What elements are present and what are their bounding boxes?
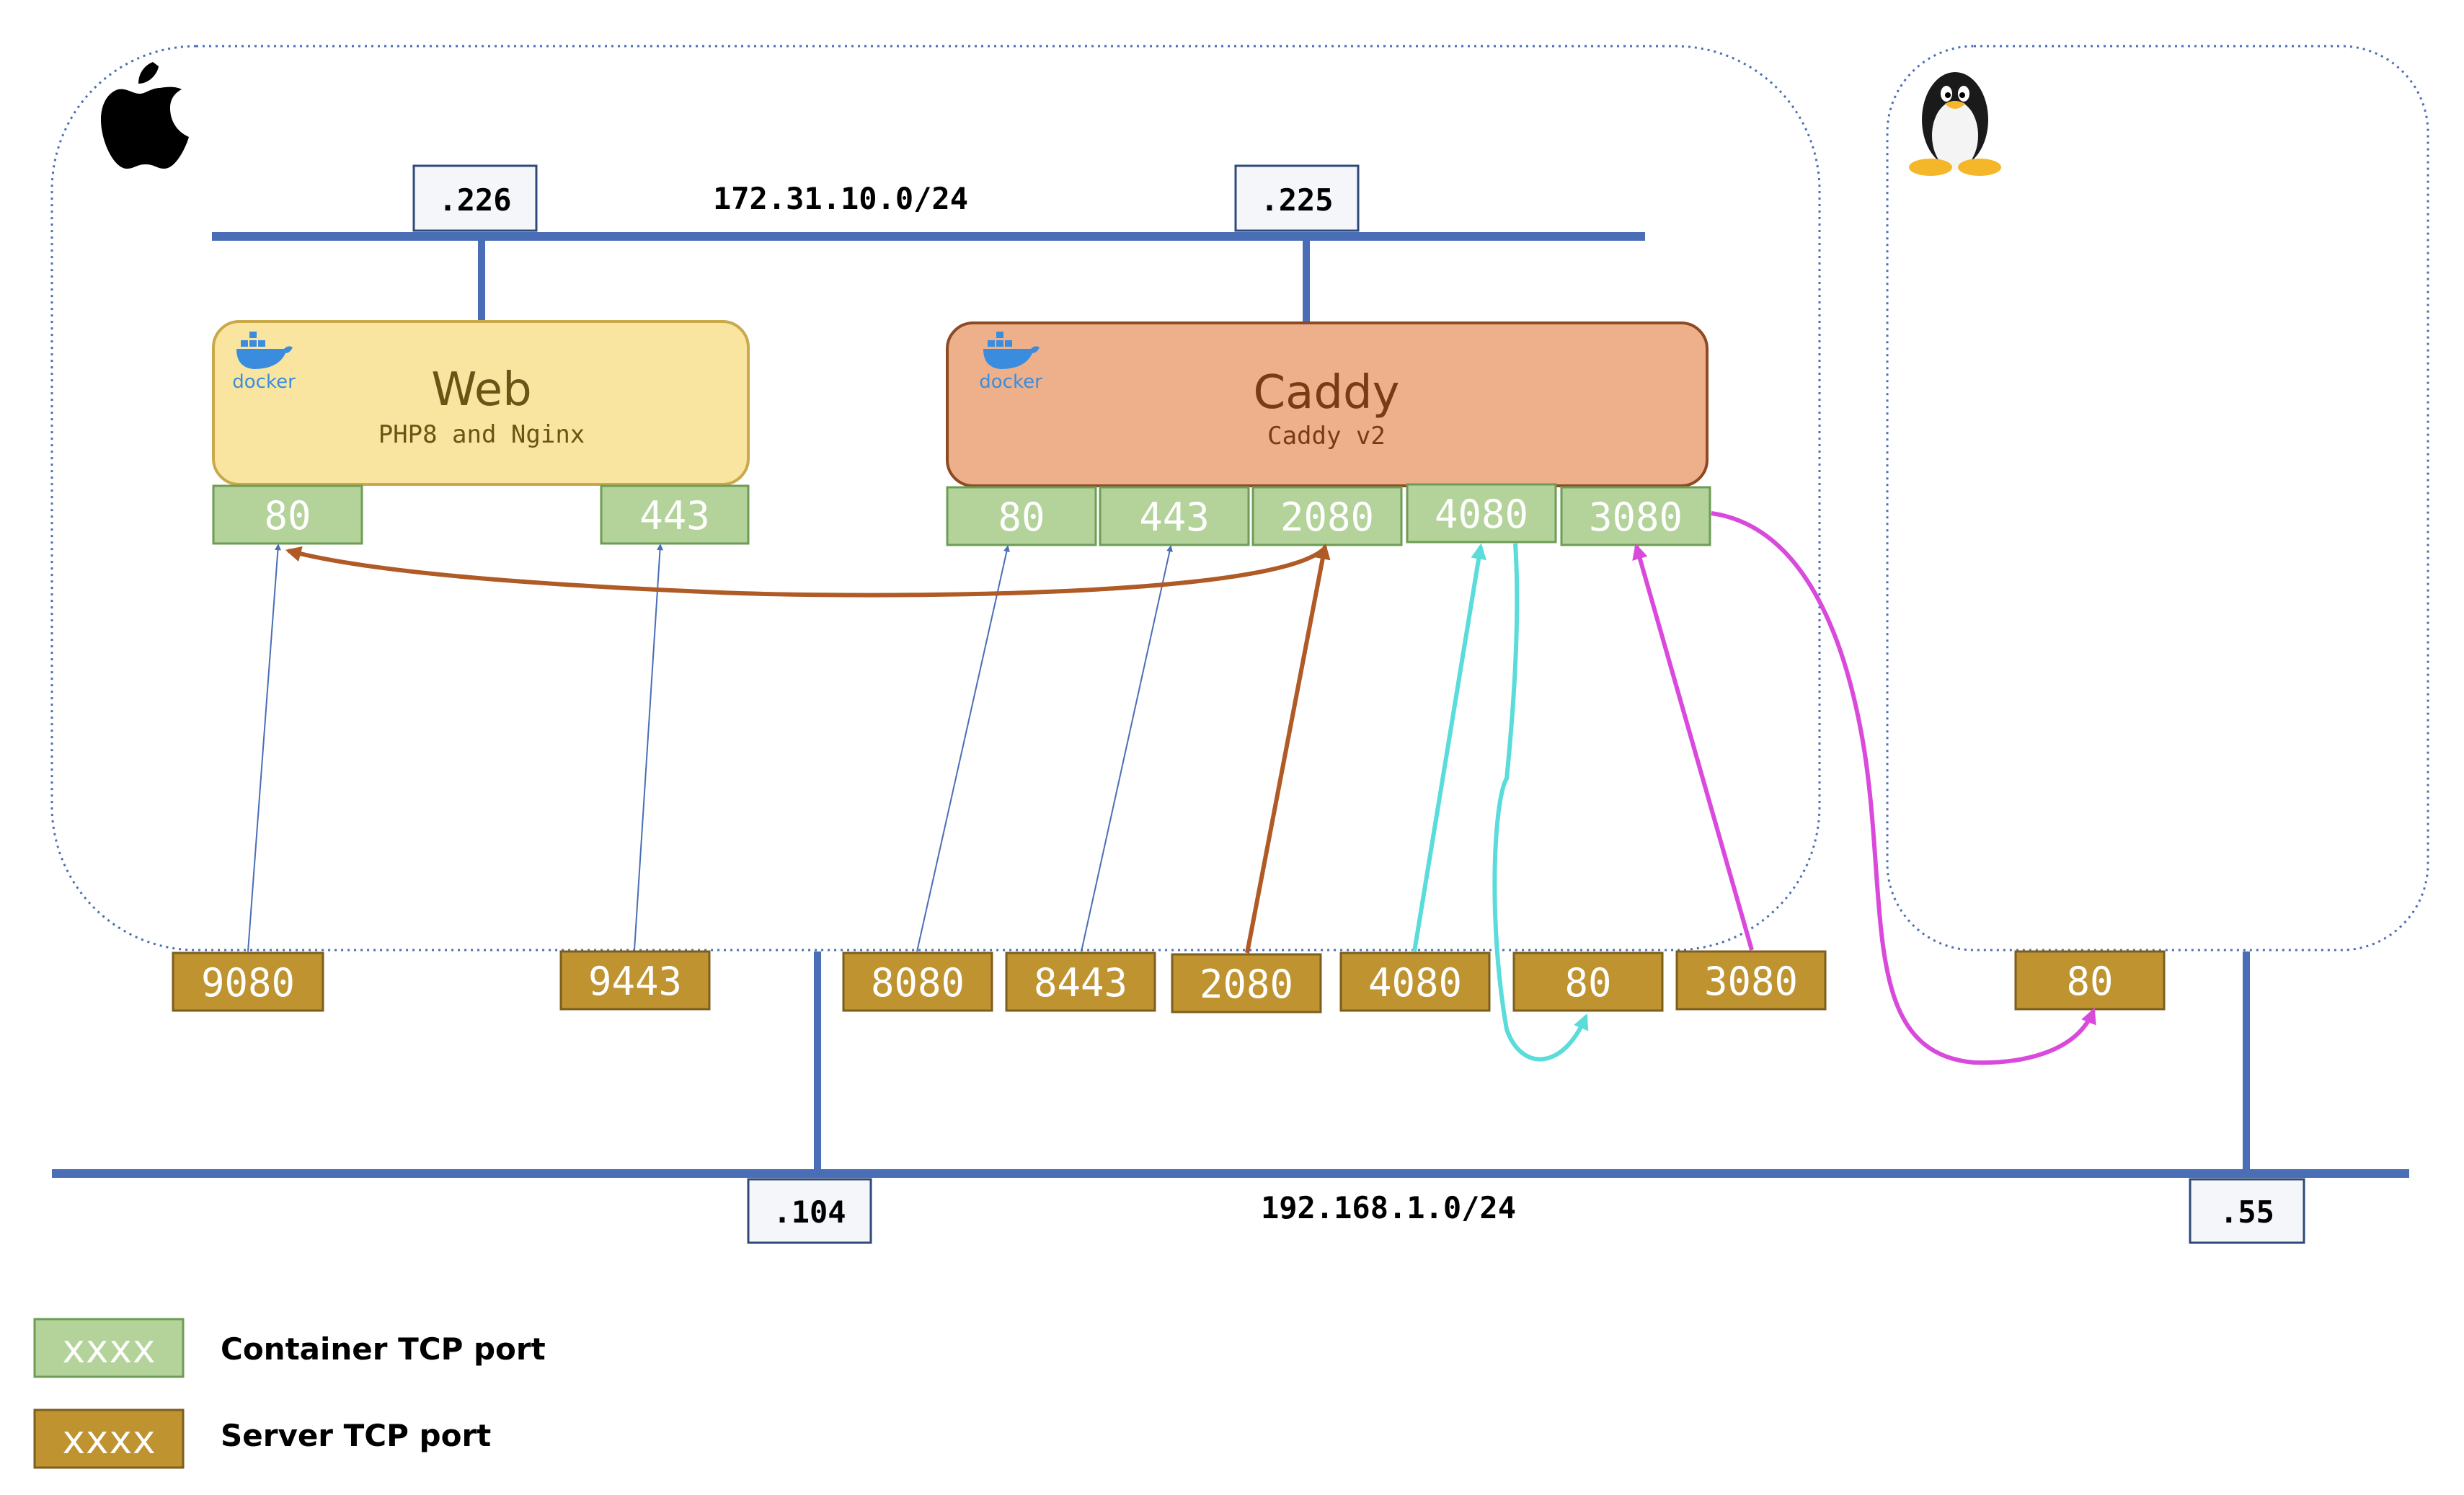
ip-box-caddy: .225 bbox=[1234, 164, 1360, 232]
container-port-label: 80 bbox=[264, 493, 311, 538]
mapping-arrow-4080-to-caddy-4080 bbox=[1412, 543, 1487, 952]
caddy-subtitle: Caddy v2 bbox=[1267, 422, 1386, 451]
proxy-arrow-caddy-2080-to-web-80 bbox=[285, 546, 1325, 598]
ip-box-web: .226 bbox=[412, 164, 538, 232]
container-port-label: 2080 bbox=[1280, 494, 1374, 540]
lan-subnet-label: 192.168.1.0/24 bbox=[1261, 1190, 1516, 1225]
mapping-arrow-3080-to-caddy-3080 bbox=[1632, 543, 1754, 951]
ip-box-mac: .104 bbox=[747, 1178, 872, 1244]
server-port-label: 3080 bbox=[1704, 959, 1798, 1004]
server-port: 9443 bbox=[559, 950, 711, 1011]
server-port: 80 bbox=[1512, 951, 1664, 1012]
mapping-arrow-9443-to-web-443 bbox=[634, 544, 664, 951]
container-port: 80 bbox=[946, 486, 1097, 546]
server-port: 80 bbox=[2014, 950, 2166, 1011]
server-port-label: 80 bbox=[2066, 959, 2113, 1004]
proxy-arrow-caddy-3080-to-linux-80 bbox=[1711, 511, 2096, 1065]
container-port: 3080 bbox=[1560, 486, 1711, 546]
docker-whale-icon: docker bbox=[979, 332, 1042, 393]
server-port: 9080 bbox=[172, 951, 324, 1012]
server-port: 8443 bbox=[1005, 951, 1156, 1012]
web-container: docker Web PHP8 and Nginx bbox=[212, 320, 750, 486]
container-port: 4080 bbox=[1406, 483, 1557, 544]
docker-label-caddy: docker bbox=[979, 371, 1042, 393]
server-port: 8080 bbox=[842, 951, 993, 1012]
mapping-arrow-8080-to-caddy-80 bbox=[916, 545, 1010, 952]
container-port-label: 443 bbox=[639, 493, 710, 538]
ip-label-mac: .104 bbox=[773, 1194, 846, 1230]
web-title: Web bbox=[431, 363, 532, 417]
mapping-arrow-8443-to-caddy-443 bbox=[1081, 545, 1173, 952]
mac-host-boundary bbox=[50, 45, 1821, 951]
server-port: 3080 bbox=[1675, 950, 1827, 1011]
legend: xxxx Container TCP port xxxx Server TCP … bbox=[33, 1318, 546, 1469]
container-port: 443 bbox=[1099, 486, 1250, 546]
legend-server-label: Server TCP port bbox=[221, 1418, 491, 1453]
mapping-arrow-9080-to-web-80 bbox=[247, 544, 281, 952]
container-port-label: 4080 bbox=[1435, 492, 1528, 537]
server-port-label: 9080 bbox=[201, 960, 295, 1006]
server-port-label: 8080 bbox=[871, 960, 965, 1006]
container-port-label: 443 bbox=[1139, 494, 1210, 540]
legend-container-swatch-text: xxxx bbox=[62, 1326, 156, 1372]
ip-label-caddy: .225 bbox=[1260, 182, 1333, 218]
server-port-label: 9443 bbox=[588, 959, 682, 1004]
linux-host-boundary bbox=[1886, 45, 2429, 951]
container-port: 443 bbox=[600, 484, 750, 545]
tux-penguin-icon bbox=[1909, 72, 2001, 176]
server-port-label: 80 bbox=[1564, 960, 1611, 1006]
container-port: 2080 bbox=[1251, 486, 1403, 546]
server-port: 4080 bbox=[1339, 951, 1491, 1012]
legend-container-label: Container TCP port bbox=[221, 1331, 546, 1367]
server-port-label: 4080 bbox=[1368, 960, 1462, 1006]
ip-label-web: .226 bbox=[438, 182, 511, 218]
ip-label-linux: .55 bbox=[2220, 1194, 2274, 1230]
legend-container-port: xxxx Container TCP port bbox=[33, 1318, 546, 1378]
proxy-arrow-caddy-4080-to-host-80 bbox=[1492, 543, 1589, 1062]
caddy-container: docker Caddy Caddy v2 bbox=[946, 321, 1709, 487]
server-port: 2080 bbox=[1171, 953, 1322, 1013]
container-port-label: 3080 bbox=[1589, 494, 1683, 540]
internal-subnet-label: 172.31.10.0/24 bbox=[713, 181, 968, 216]
ip-box-linux: .55 bbox=[2189, 1178, 2305, 1244]
legend-server-swatch-text: xxxx bbox=[62, 1417, 156, 1463]
caddy-title: Caddy bbox=[1253, 366, 1399, 420]
container-port-label: 80 bbox=[998, 494, 1045, 540]
mapping-arrow-2080-to-caddy-2080 bbox=[1245, 543, 1331, 954]
container-port: 80 bbox=[212, 484, 363, 545]
legend-server-port: xxxx Server TCP port bbox=[33, 1409, 491, 1469]
server-port-label: 8443 bbox=[1034, 960, 1127, 1006]
server-port-label: 2080 bbox=[1200, 962, 1293, 1007]
web-subtitle: PHP8 and Nginx bbox=[378, 420, 585, 449]
docker-whale-icon: docker bbox=[232, 332, 296, 393]
docker-label-web: docker bbox=[232, 371, 296, 393]
apple-logo-icon bbox=[101, 62, 189, 169]
